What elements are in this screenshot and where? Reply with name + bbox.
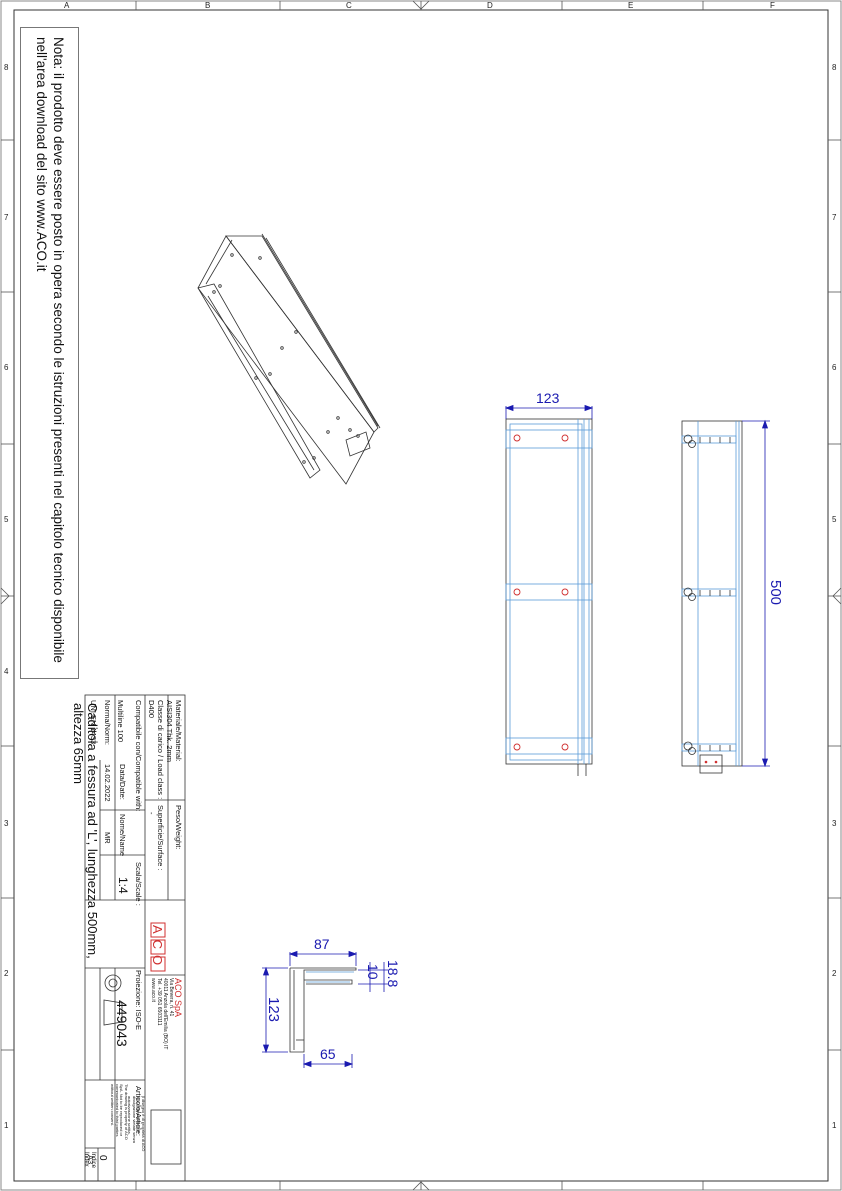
date-value: 14.02.2022 bbox=[103, 764, 112, 802]
drawing-title-line1: Caditoia a fessura ad 'L', lunghezza 500… bbox=[85, 703, 100, 959]
sheet-size: A3 bbox=[86, 1155, 95, 1165]
front-view-holes bbox=[513, 434, 569, 751]
grid-col-label: E bbox=[628, 1, 633, 10]
grid-row-label: 8 bbox=[832, 63, 837, 72]
grid-col-label: D bbox=[487, 1, 493, 10]
load-class-value: D400 bbox=[147, 700, 156, 718]
dimension-side-length bbox=[742, 419, 770, 768]
front-view bbox=[505, 418, 593, 776]
grid-row-label: 1 bbox=[4, 1121, 9, 1130]
grid-row-label: 6 bbox=[832, 363, 837, 372]
surface-label: Superficie/Surface : bbox=[156, 805, 165, 871]
grid-row-label: 7 bbox=[832, 213, 837, 222]
name-value: MR bbox=[103, 832, 112, 844]
grid-row-label: 3 bbox=[4, 819, 9, 828]
grid-row-label: 5 bbox=[832, 515, 837, 524]
material-label: Materiale/Material: bbox=[174, 700, 183, 762]
compatible-label: Compatibile con/Compatible with: bbox=[134, 700, 143, 812]
aco-logo-boxes bbox=[150, 922, 166, 972]
company-website: www.aco.it bbox=[150, 978, 156, 1002]
side-view-holes bbox=[683, 434, 731, 755]
company-name: ACO SpA bbox=[173, 978, 183, 1018]
grid-col-label: A bbox=[64, 1, 70, 10]
dimension-label: 10 bbox=[365, 964, 381, 980]
grid-row-label: 3 bbox=[832, 819, 837, 828]
dimension-label: 123 bbox=[536, 390, 560, 406]
legal-notice-en: The drawing is property of ACO SpA. Not … bbox=[110, 1084, 129, 1140]
dimension-label: 87 bbox=[314, 936, 330, 952]
scale-value: 1:4 bbox=[116, 877, 130, 894]
grid-col-label: B bbox=[205, 1, 210, 10]
grid-row-label: 2 bbox=[832, 969, 837, 978]
aco-logo-text: ACO bbox=[150, 925, 165, 972]
dimension-label: 123 bbox=[265, 997, 282, 1023]
grid-col-label: F bbox=[770, 1, 775, 10]
center-mark-bottom bbox=[412, 1181, 430, 1191]
grid-row-label: 8 bbox=[4, 63, 9, 72]
grid-col-label: C bbox=[346, 1, 352, 10]
grid-row-label: 2 bbox=[4, 969, 9, 978]
grid-row-label: 6 bbox=[4, 363, 9, 372]
grid-row-label: 4 bbox=[4, 667, 9, 676]
grid-labels: A B C D E F 8 7 6 5 4 3 2 1 8 7 6 5 3 2 … bbox=[4, 1, 837, 1130]
load-class-label: Classe di carico / Load class : bbox=[156, 700, 165, 800]
installation-note-line2: nell'area download del sito www.ACO.it bbox=[34, 37, 49, 272]
compatible-value: Multiline 100 bbox=[116, 700, 125, 743]
date-label: Data/Date: bbox=[118, 764, 127, 800]
isometric-view bbox=[197, 233, 381, 485]
center-mark-left bbox=[0, 587, 10, 605]
drawing-title-line2: altezza 65mm bbox=[71, 703, 86, 784]
name-label: Nome/Name bbox=[118, 814, 127, 857]
material-value: AISI304 Thk. 2mm bbox=[165, 700, 174, 762]
company-address-2: 40011 Anzola dell'Emilia (BO) IT bbox=[162, 978, 168, 1050]
weight-label: Peso/Weight: bbox=[174, 805, 183, 850]
dimension-label: 18.8 bbox=[385, 960, 401, 988]
installation-note-line1: Nota: il prodotto deve essere posto in o… bbox=[51, 37, 66, 663]
grid-row-label: 5 bbox=[4, 515, 9, 524]
grid-row-label: 1 bbox=[832, 1121, 837, 1130]
side-view bbox=[681, 420, 743, 774]
article-number: 449043 bbox=[114, 1000, 130, 1047]
company-telephone: Tel. +39 051 6503111 bbox=[156, 978, 162, 1026]
grid-row-label: 7 bbox=[4, 213, 9, 222]
legal-notice-it: Il disegno è di proprietà di ACO SpA. Ri… bbox=[127, 1096, 146, 1152]
company-address-1: Via Bevera, n. 41 bbox=[168, 978, 174, 1017]
dimension-label: 65 bbox=[320, 1046, 336, 1062]
side-view-red-marks bbox=[704, 760, 718, 764]
section-dimensions bbox=[262, 950, 388, 1068]
title-block-grid bbox=[84, 694, 186, 1182]
section-view-highlights bbox=[306, 971, 354, 983]
scale-label: Scala/Scale : bbox=[134, 862, 143, 906]
installation-note-box bbox=[20, 27, 79, 679]
norm-label: Norma/Norm: bbox=[103, 700, 112, 746]
surface-value: - bbox=[147, 812, 156, 815]
dimension-front-width bbox=[504, 404, 594, 419]
center-mark-top bbox=[412, 0, 430, 10]
projection-label: Proiezione: ISO-E bbox=[134, 970, 143, 1031]
index-value: 0 bbox=[97, 1155, 108, 1161]
section-view bbox=[289, 967, 357, 1053]
center-mark-right bbox=[832, 587, 842, 605]
projection-symbol bbox=[103, 974, 123, 1026]
dimension-label: 500 bbox=[767, 580, 784, 606]
